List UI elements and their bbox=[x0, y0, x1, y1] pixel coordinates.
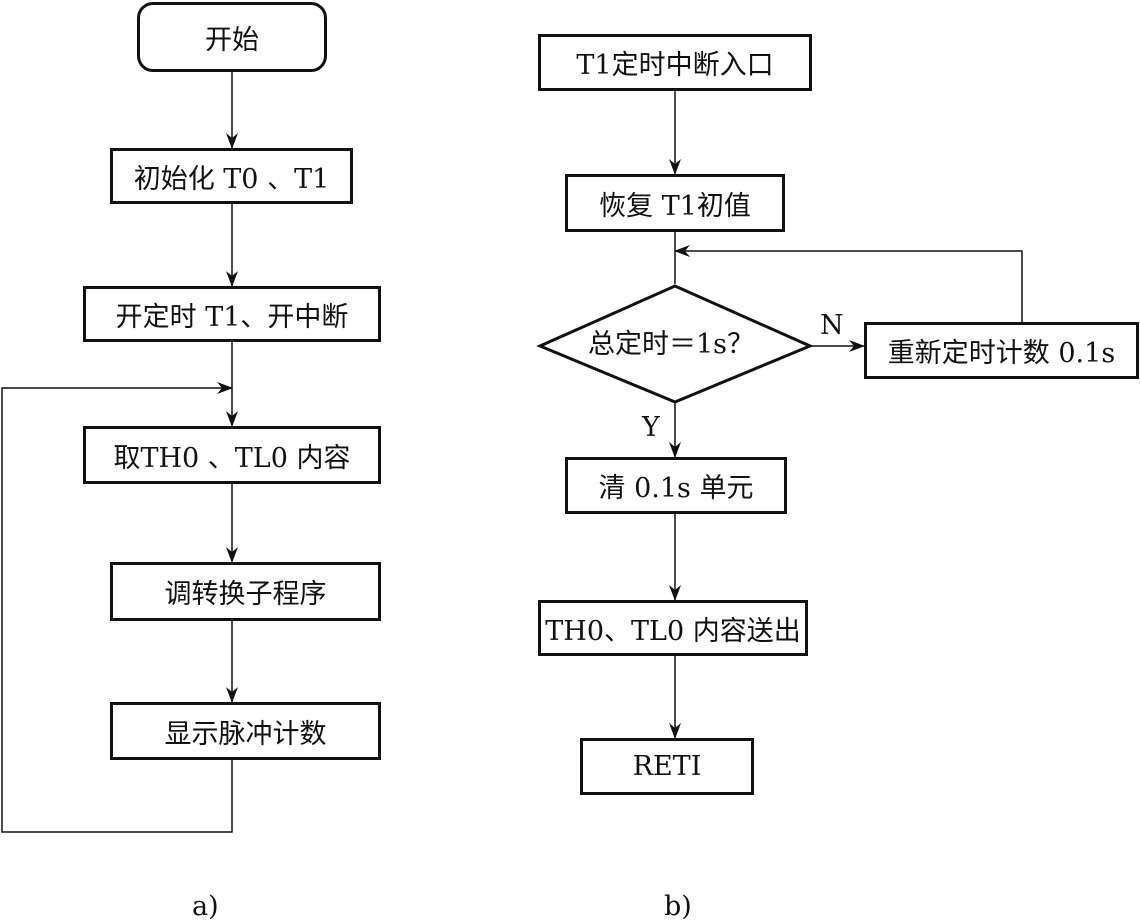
send-box: TH0、TL0 内容送出 bbox=[538, 600, 808, 656]
decision-diamond bbox=[536, 284, 814, 404]
no-label: N bbox=[820, 310, 844, 341]
convert-box: 调转换子程序 bbox=[110, 562, 381, 621]
init-text: 初始化 T0 、T1 bbox=[133, 163, 330, 195]
init-box: 初始化 T0 、T1 bbox=[110, 148, 353, 204]
read-text: 取TH0 、TL0 内容 bbox=[113, 442, 351, 474]
reti-text: RETI bbox=[632, 751, 702, 782]
read-box: 取TH0 、TL0 内容 bbox=[83, 426, 381, 484]
restore-text: 恢复 T1初值 bbox=[599, 190, 751, 222]
start-terminator: 开始 bbox=[137, 2, 327, 72]
retime-loop-back-line bbox=[674, 245, 1023, 322]
start-timer-box: 开定时 T1、开中断 bbox=[83, 286, 381, 342]
convert-text: 调转换子程序 bbox=[164, 579, 327, 610]
reti-box: RETI bbox=[580, 738, 754, 795]
yes-label: Y bbox=[642, 412, 660, 443]
caption-b: b) bbox=[664, 891, 692, 922]
send-text: TH0、TL0 内容送出 bbox=[545, 615, 801, 647]
clear-box: 清 0.1s 单元 bbox=[565, 457, 787, 514]
decision-text: 总定时＝1s？ bbox=[588, 329, 755, 360]
retime-box: 重新定时计数 0.1s bbox=[864, 322, 1139, 379]
restore-box: 恢复 T1初值 bbox=[565, 174, 785, 232]
loop-back-line bbox=[1, 382, 233, 833]
clear-text: 清 0.1s 单元 bbox=[598, 473, 754, 504]
start-timer-text: 开定时 T1、开中断 bbox=[115, 301, 349, 333]
display-text: 显示脉冲计数 bbox=[164, 718, 327, 750]
entry-text: T1定时中断入口 bbox=[576, 50, 774, 81]
retime-text: 重新定时计数 0.1s bbox=[887, 338, 1116, 369]
caption-a: a) bbox=[192, 891, 219, 922]
entry-box: T1定时中断入口 bbox=[538, 34, 812, 91]
start-text: 开始 bbox=[205, 24, 259, 56]
display-box: 显示脉冲计数 bbox=[110, 702, 381, 760]
